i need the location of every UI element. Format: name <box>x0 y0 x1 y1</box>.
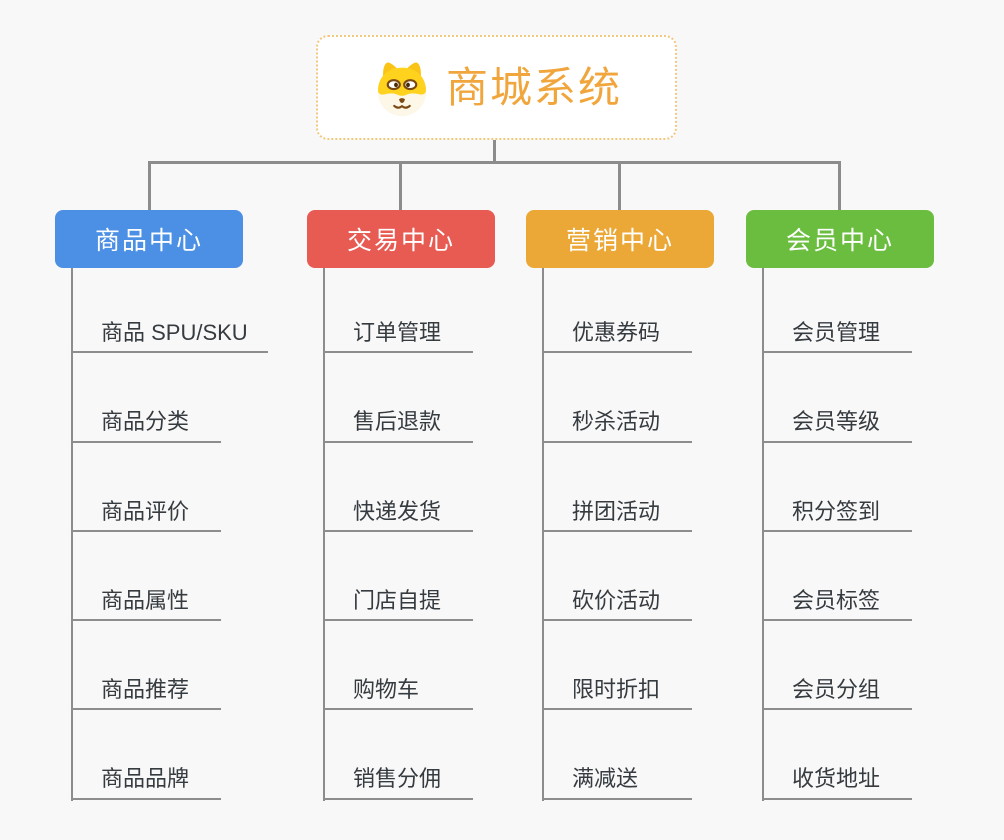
subtopic-label: 会员分组 <box>792 677 881 703</box>
branch-items-product: 商品 SPU/SKU 商品分类 商品评价 商品属性 商品推荐 商品品牌 <box>71 264 268 800</box>
subtopic-label: 会员标签 <box>792 587 881 613</box>
subtopic-item[interactable]: 门店自提 <box>323 532 473 622</box>
subtopic-item[interactable]: 拼团活动 <box>542 443 692 532</box>
subtopic-item[interactable]: 会员标签 <box>762 532 912 622</box>
subtopic-item[interactable]: 商品评价 <box>71 443 221 532</box>
root-topic[interactable]: 商城系统 <box>316 35 677 140</box>
subtopic-item[interactable]: 商品品牌 <box>71 710 221 800</box>
subtopic-item[interactable]: 商品属性 <box>71 532 221 622</box>
subtopic-item[interactable]: 限时折扣 <box>542 621 692 711</box>
subtopic-label: 优惠券码 <box>572 319 661 345</box>
subtopic-label: 商品评价 <box>101 498 190 524</box>
subtopic-item[interactable]: 满减送 <box>542 710 692 800</box>
branch-header-member-center[interactable]: 会员中心 <box>746 210 934 268</box>
subtopic-label: 快递发货 <box>353 498 442 524</box>
connector-bus <box>149 161 840 164</box>
subtopic-item[interactable]: 会员管理 <box>762 264 912 354</box>
subtopic-label: 商品推荐 <box>101 677 190 703</box>
subtopic-label: 会员管理 <box>792 319 881 345</box>
subtopic-label: 秒杀活动 <box>572 409 661 435</box>
subtopic-item[interactable]: 销售分佣 <box>323 710 473 800</box>
subtopic-label: 商品 SPU/SKU <box>101 319 248 345</box>
subtopic-label: 售后退款 <box>353 409 442 435</box>
branch-spine-member <box>762 268 764 801</box>
subtopic-label: 订单管理 <box>353 319 442 345</box>
dog-face-icon <box>377 61 427 116</box>
subtopic-item[interactable]: 购物车 <box>323 621 473 711</box>
subtopic-item[interactable]: 商品推荐 <box>71 621 221 711</box>
subtopic-item[interactable]: 售后退款 <box>323 353 473 443</box>
branch-header-trade-center[interactable]: 交易中心 <box>307 210 495 268</box>
subtopic-item[interactable]: 会员等级 <box>762 353 912 443</box>
subtopic-label: 砍价活动 <box>572 587 661 613</box>
subtopic-item[interactable]: 优惠券码 <box>542 264 692 354</box>
subtopic-label: 收货地址 <box>792 766 881 792</box>
branch-spine-trade <box>323 268 325 801</box>
connector-branch-trade <box>399 161 402 211</box>
branch-spine-product <box>71 268 73 801</box>
connector-root <box>493 139 496 163</box>
connector-branch-member <box>838 161 841 211</box>
root-topic-title: 商城系统 <box>445 63 622 111</box>
subtopic-label: 商品品牌 <box>101 766 190 792</box>
subtopic-item[interactable]: 订单管理 <box>323 264 473 354</box>
subtopic-item[interactable]: 商品分类 <box>71 353 221 443</box>
subtopic-label: 门店自提 <box>353 587 442 613</box>
subtopic-item[interactable]: 商品 SPU/SKU <box>71 264 268 354</box>
branch-header-product-center[interactable]: 商品中心 <box>55 210 243 268</box>
subtopic-item[interactable]: 秒杀活动 <box>542 353 692 443</box>
subtopic-item[interactable]: 快递发货 <box>323 443 473 532</box>
branch-header-marketing-center[interactable]: 营销中心 <box>526 210 714 268</box>
subtopic-label: 销售分佣 <box>353 766 442 792</box>
connector-branch-product <box>148 161 151 211</box>
branch-items-trade: 订单管理 售后退款 快递发货 门店自提 购物车 销售分佣 <box>323 264 473 800</box>
branch-items-member: 会员管理 会员等级 积分签到 会员标签 会员分组 收货地址 <box>762 264 912 800</box>
subtopic-label: 拼团活动 <box>572 498 661 524</box>
connector-branch-marketing <box>618 161 621 211</box>
subtopic-item[interactable]: 收货地址 <box>762 710 912 800</box>
subtopic-item[interactable]: 砍价活动 <box>542 532 692 622</box>
subtopic-label: 商品属性 <box>101 587 190 613</box>
subtopic-label: 商品分类 <box>101 409 190 435</box>
branch-items-marketing: 优惠券码 秒杀活动 拼团活动 砍价活动 限时折扣 满减送 <box>542 264 692 800</box>
subtopic-label: 限时折扣 <box>572 677 661 703</box>
subtopic-item[interactable]: 会员分组 <box>762 621 912 711</box>
subtopic-item[interactable]: 积分签到 <box>762 443 912 532</box>
subtopic-label: 会员等级 <box>792 409 881 435</box>
branch-spine-marketing <box>542 268 544 801</box>
subtopic-label: 满减送 <box>572 766 639 792</box>
subtopic-label: 购物车 <box>353 677 420 703</box>
subtopic-label: 积分签到 <box>792 498 881 524</box>
